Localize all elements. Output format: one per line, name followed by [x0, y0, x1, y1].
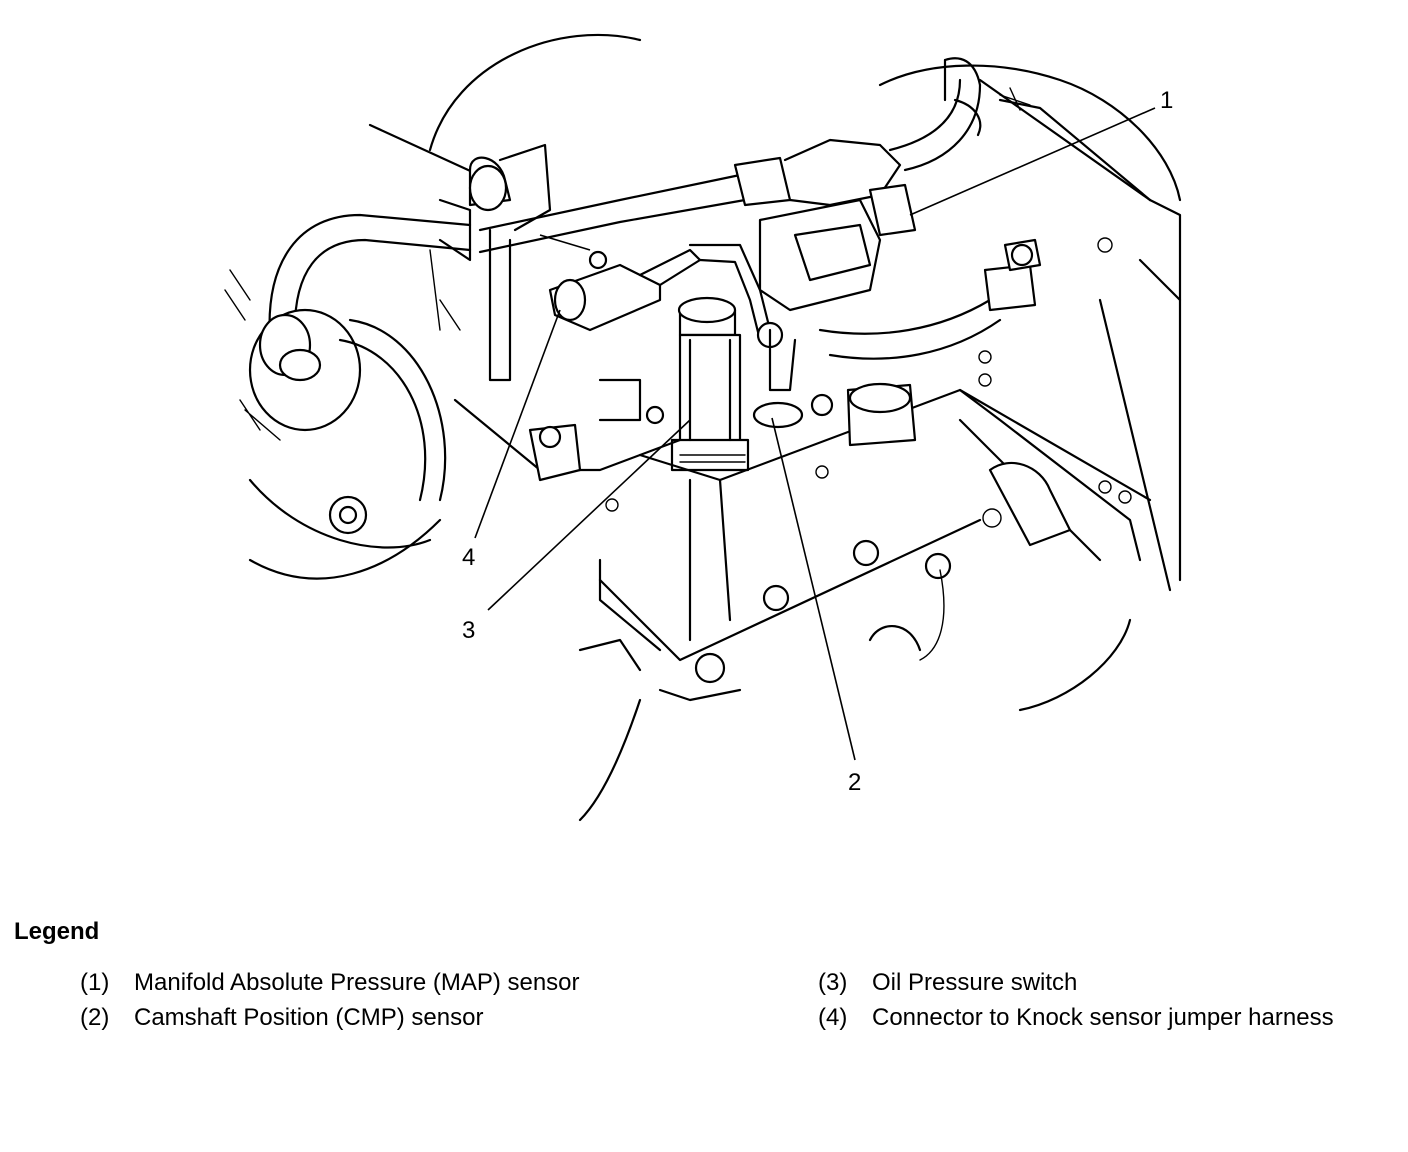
legend-item-label: Manifold Absolute Pressure (MAP) sensor [134, 969, 580, 996]
lower-mounting-bolts [578, 539, 952, 822]
camshaft-position-sensor [752, 393, 834, 429]
callout-leaders [474, 107, 1156, 761]
legend-item-label: Camshaft Position (CMP) sensor [134, 1004, 484, 1031]
callout-1: 1 [1160, 87, 1173, 114]
engine-housing-outline [428, 33, 1182, 712]
engine-component-illustration: 1 2 3 4 [224, 33, 1182, 822]
legend-item-number: (2) [80, 1004, 110, 1031]
callout-4: 4 [462, 544, 475, 571]
legend-item-number: (1) [80, 969, 110, 996]
legend-item-label: Oil Pressure switch [872, 969, 1078, 996]
legend-item-label: Connector to Knock sensor jumper harness [872, 1004, 1334, 1031]
legend-item-oil-pressure-switch: (3) Oil Pressure switch [818, 969, 1077, 997]
legend-item-number: (3) [818, 969, 848, 996]
callout-2: 2 [848, 769, 861, 796]
manifold-bracket [368, 123, 552, 382]
engine-mount-bracket [453, 378, 1152, 662]
legend-item-map-sensor: (1) Manifold Absolute Pressure (MAP) sen… [80, 969, 580, 997]
oil-pressure-switch [670, 296, 750, 472]
legend-title: Legend [14, 918, 100, 945]
map-sensor [688, 183, 917, 392]
legend-item-number: (4) [818, 1004, 848, 1031]
right-bracket [818, 237, 1132, 504]
legend-item-knock-sensor-connector: (4) Connector to Knock sensor jumper har… [818, 1004, 1334, 1032]
callout-3: 3 [462, 617, 475, 644]
legend-item-cmp-sensor: (2) Camshaft Position (CMP) sensor [80, 1004, 483, 1032]
throttle-body [224, 269, 447, 580]
knock-sensor-connector [548, 248, 702, 332]
